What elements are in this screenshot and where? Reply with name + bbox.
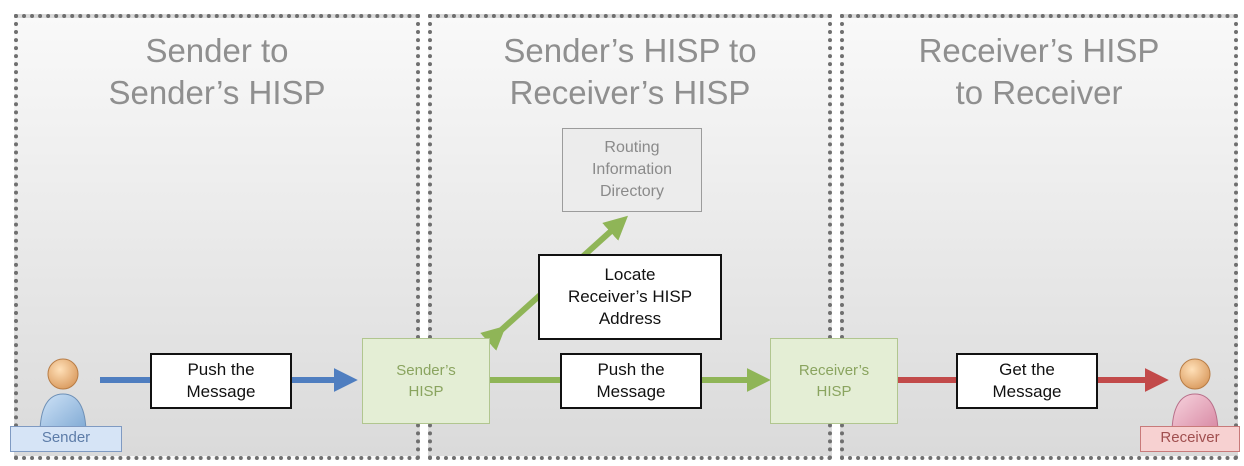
get-message-label: Get the Message — [956, 353, 1098, 409]
panel-title: Sender’s HISP to Receiver’s HISP — [503, 32, 757, 111]
senders-hisp: Sender’s HISP — [362, 338, 490, 424]
push-message-label-sender: Push the Message — [150, 353, 292, 409]
receivers-hisp: Receiver’s HISP — [770, 338, 898, 424]
receiver-label: Receiver — [1140, 426, 1240, 452]
locate-receivers-hisp-label: Locate Receiver’s HISP Address — [538, 254, 722, 340]
sender-label: Sender — [10, 426, 122, 452]
person-icon — [1171, 358, 1219, 434]
panel-title: Receiver’s HISP to Receiver — [918, 32, 1160, 111]
panel-title: Sender to Sender’s HISP — [108, 32, 326, 111]
person-icon — [39, 358, 87, 434]
routing-information-directory: Routing Information Directory — [562, 128, 702, 212]
push-message-label-hisp: Push the Message — [560, 353, 702, 409]
